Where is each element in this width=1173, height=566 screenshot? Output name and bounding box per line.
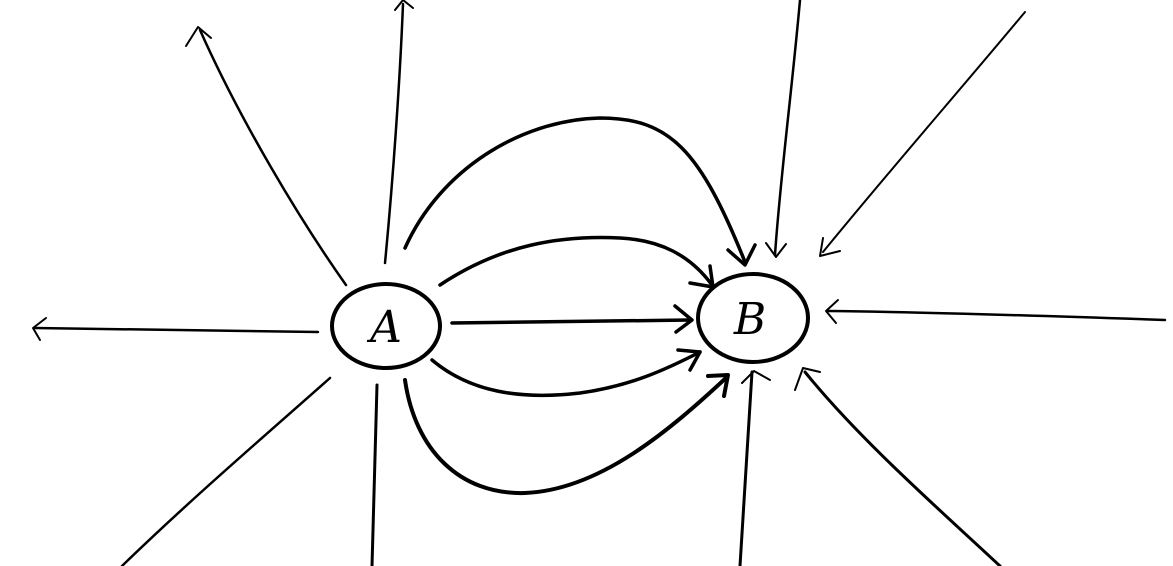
arrow-b-in-bottom <box>738 370 771 566</box>
arrow-a-b-upper-arc <box>438 235 715 289</box>
b-incoming-arrows <box>738 0 1167 566</box>
line-a-out-down <box>370 383 379 566</box>
node-b-circle <box>696 272 810 364</box>
arrow-a-b-top-arc <box>403 116 757 267</box>
node-b-label: B <box>733 294 766 345</box>
arrow-b-in-right <box>825 299 1167 324</box>
line-a-out-lower-left <box>120 376 332 566</box>
node-a: A <box>330 282 442 370</box>
arrow-a-b-straight <box>450 304 694 334</box>
arrow-a-out-upper-left <box>185 26 348 287</box>
arrow-a-b-bottom-arc <box>403 373 730 496</box>
node-b: B <box>696 272 810 364</box>
a-to-b-arrows <box>403 116 757 496</box>
a-outward-arrows <box>32 0 414 566</box>
arrow-b-in-top <box>765 0 802 258</box>
node-a-circle <box>330 282 442 370</box>
arrow-b-in-top-right <box>819 11 1026 257</box>
node-a-label: A <box>366 302 402 353</box>
arrow-a-out-left <box>32 317 320 341</box>
arrow-a-b-lower-arc <box>430 348 702 398</box>
arrow-a-out-up <box>383 0 414 265</box>
arrow-b-in-bottom-right <box>794 367 1002 566</box>
